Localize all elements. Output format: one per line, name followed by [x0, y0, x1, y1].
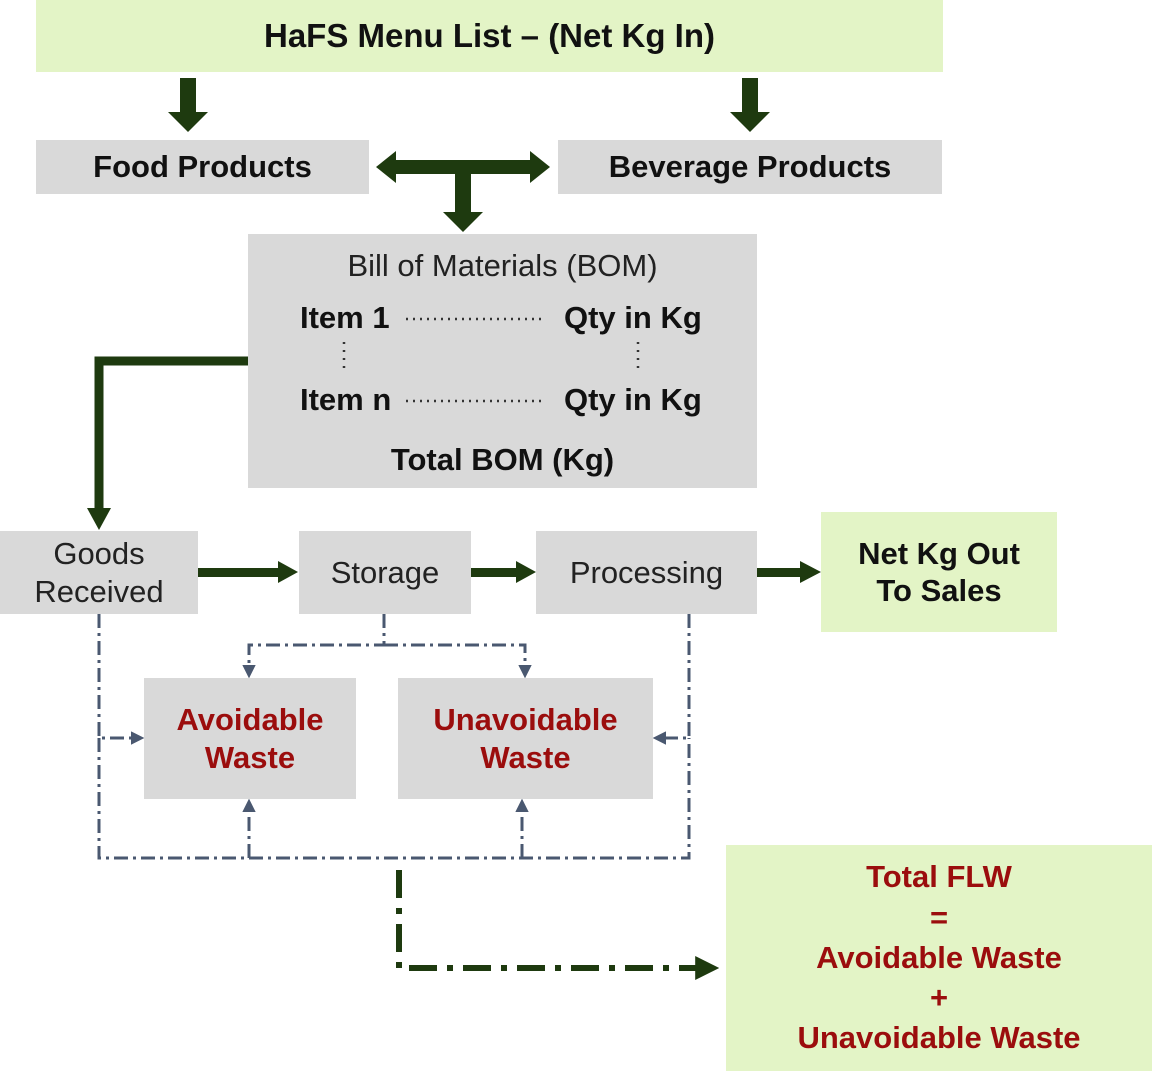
page-title: HaFS Menu List – (Net Kg In) [263, 17, 715, 55]
total-flw-line-3: Avoidable Waste [816, 939, 1062, 975]
arrow-title-to-beverage [730, 78, 770, 132]
net-kg-out-box: Net Kg Out To Sales [821, 512, 1057, 632]
total-flw-box: Total FLW = Avoidable Waste + Unavoidabl… [726, 845, 1152, 1071]
flow-storage-to-unavoidable [384, 643, 532, 679]
flow-goods-bottom-loop [97, 738, 691, 860]
bom-title: Bill of Materials (BOM) [347, 248, 658, 283]
avoidable-waste-line-1: Avoidable [176, 702, 324, 738]
flow-goods-to-avoidable [97, 614, 145, 745]
total-flw-line-2: = [929, 899, 949, 935]
bom-item-n: Item n [300, 382, 392, 417]
arrow-to-bom [443, 173, 483, 232]
arrow-storage-to-processing [471, 561, 536, 583]
bom-qty-1: Qty in Kg [564, 300, 702, 335]
arrow-food-beverage-double [376, 151, 550, 183]
food-products-label: Food Products [93, 149, 312, 185]
goods-received-line-1: Goods [53, 536, 145, 572]
flow-processing-to-unavoidable [652, 614, 691, 745]
beverage-products-box: Beverage Products [558, 140, 942, 194]
unavoidable-waste-line-2: Waste [480, 739, 571, 775]
arrow-goods-to-storage [198, 561, 298, 583]
goods-received-line-2: Received [34, 573, 164, 609]
avoidable-waste-box: Avoidable Waste [144, 678, 356, 799]
total-flw-line-4: + [929, 980, 949, 1016]
bom-dotted-leader-1 [406, 317, 542, 321]
avoidable-waste-line-2: Waste [204, 739, 296, 775]
food-products-box: Food Products [36, 140, 369, 194]
arrow-bom-to-goods [87, 356, 248, 530]
arrow-processing-to-netout [757, 561, 821, 583]
net-kg-out-line-1: Net Kg Out [858, 535, 1020, 571]
bom-item-1: Item 1 [300, 300, 390, 335]
storage-label: Storage [330, 554, 440, 590]
flow-storage-split [242, 614, 386, 679]
unavoidable-waste-line-1: Unavoidable [433, 702, 618, 738]
bom-total: Total BOM (Kg) [390, 442, 615, 477]
processing-box: Processing [536, 531, 757, 614]
bom-dotted-leader-n [406, 399, 542, 403]
goods-received-box: Goods Received [0, 531, 198, 614]
bom-vertical-dots-right [636, 342, 640, 370]
unavoidable-waste-box: Unavoidable Waste [398, 678, 653, 799]
net-kg-out-line-2: To Sales [876, 573, 1002, 608]
title-box: HaFS Menu List – (Net Kg In) [36, 0, 943, 72]
beverage-products-label: Beverage Products [608, 149, 892, 185]
storage-box: Storage [299, 531, 471, 614]
arrow-title-to-food [168, 78, 208, 132]
flow-to-total-flw [396, 870, 720, 980]
total-flw-line-5: Unavoidable Waste [797, 1020, 1081, 1056]
total-flw-line-1: Total FLW [866, 859, 1012, 895]
bom-qty-n: Qty in Kg [564, 382, 702, 417]
processing-label: Processing [569, 554, 724, 590]
bom-box: Bill of Materials (BOM) Item 1 Qty in Kg… [248, 234, 757, 488]
bom-vertical-dots-left [342, 342, 346, 370]
